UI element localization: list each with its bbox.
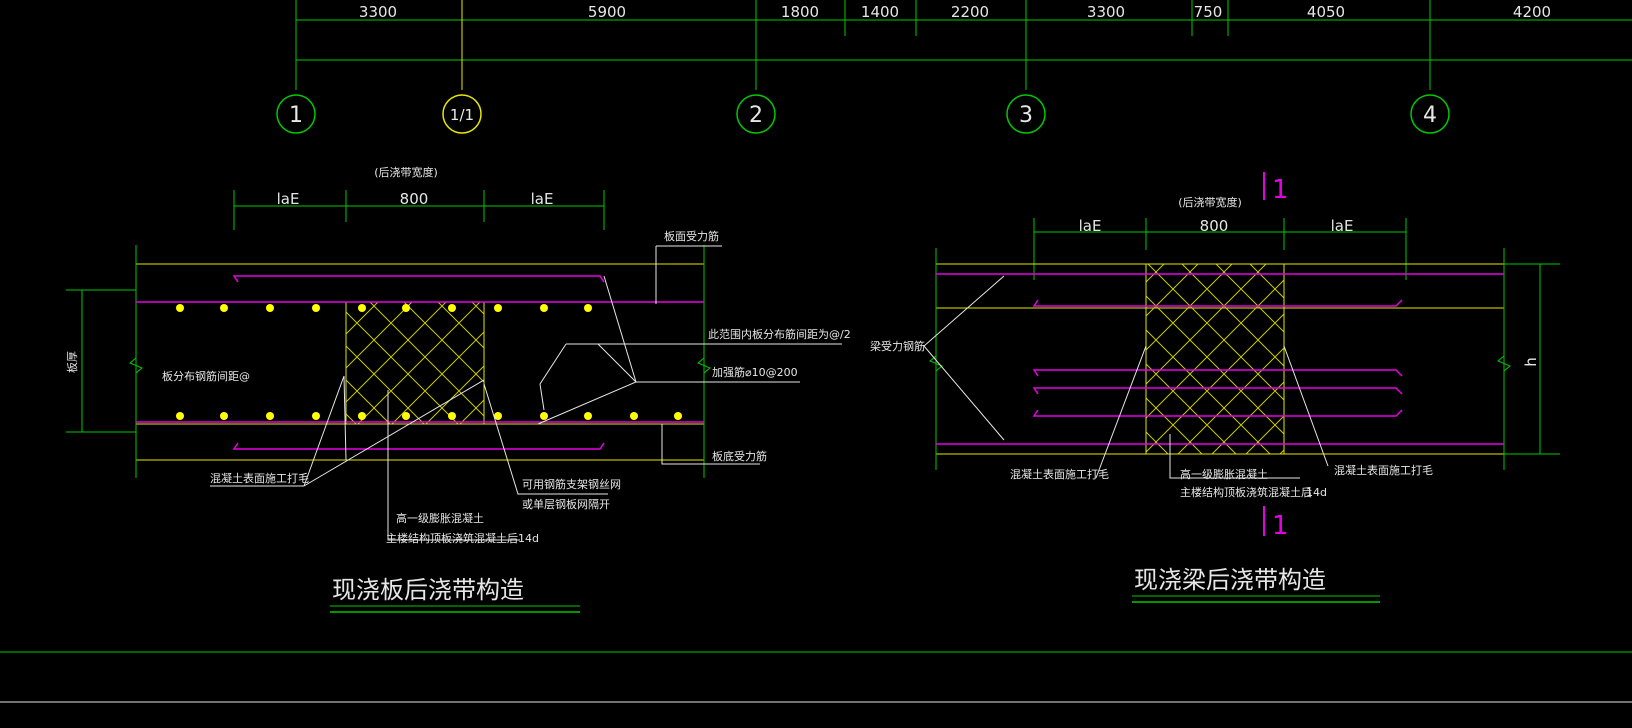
slab-title: 现浇板后浇带构造 bbox=[332, 576, 524, 604]
beam-height-label: h bbox=[1522, 357, 1540, 367]
section-mark-bottom: 1 bbox=[1263, 506, 1289, 541]
beam-label-rough-left: 混凝土表面施工打毛 bbox=[1010, 467, 1109, 481]
axis-bubble[interactable]: 2 bbox=[736, 94, 776, 134]
svg-text:1/1: 1/1 bbox=[450, 106, 474, 124]
slab-detail[interactable]: (后浇带宽度) laE 800 laE 板厚 bbox=[65, 165, 851, 613]
beam-label-concrete-2: 主楼结构顶板浇筑混凝土后 bbox=[1180, 485, 1312, 499]
axis-bubble[interactable]: 3 bbox=[1006, 94, 1046, 134]
beam-label-main-bar: 梁受力钢筋 bbox=[870, 339, 925, 353]
svg-text:1: 1 bbox=[1272, 175, 1289, 205]
slab-label-dist-bar: 板分布钢筋间距@ bbox=[162, 369, 250, 383]
svg-text:4: 4 bbox=[1423, 103, 1437, 128]
slab-label-mesh-2: 或单层钢板网隔开 bbox=[522, 497, 610, 511]
axis-dimension-chain: 3300 5900 1800 1400 2200 3300 750 4050 4… bbox=[295, 0, 1632, 90]
dim-label: 5900 bbox=[588, 3, 626, 21]
slab-label-mesh-1: 可用钢筋支架钢丝网 bbox=[522, 477, 621, 491]
beam-label-concrete-1: 高一级膨胀混凝土 bbox=[1180, 467, 1268, 481]
dim-label: 3300 bbox=[1087, 3, 1125, 21]
dim-label: 4200 bbox=[1513, 3, 1551, 21]
dim-label: 1800 bbox=[781, 3, 819, 21]
svg-text:2: 2 bbox=[749, 103, 763, 128]
slab-dim-right: laE bbox=[531, 190, 554, 208]
svg-text:1: 1 bbox=[1272, 511, 1289, 541]
svg-text:1: 1 bbox=[289, 103, 303, 128]
section-mark-top: 1 bbox=[1263, 172, 1289, 205]
dim-label: 2200 bbox=[951, 3, 989, 21]
slab-post-pour-strip bbox=[345, 301, 485, 425]
slab-label-rough: 混凝土表面施工打毛 bbox=[210, 471, 309, 485]
beam-dim-left: laE bbox=[1079, 217, 1102, 235]
slab-dim-left: laE bbox=[277, 190, 300, 208]
beam-dim-right: laE bbox=[1331, 217, 1354, 235]
slab-note-top: (后浇带宽度) bbox=[374, 165, 438, 179]
slab-label-add-bar: 加强筋⌀10@200 bbox=[712, 365, 798, 379]
beam-dim-mid: 800 bbox=[1200, 217, 1229, 235]
dim-label: 750 bbox=[1194, 3, 1223, 21]
beam-detail[interactable]: 1 1 (后浇带宽度) laE 800 laE h bbox=[870, 172, 1560, 603]
slab-thickness-label: 板厚 bbox=[65, 351, 79, 373]
dim-label: 1400 bbox=[861, 3, 899, 21]
beam-label-concrete-3: 14d bbox=[1306, 486, 1327, 499]
dim-label: 3300 bbox=[359, 3, 397, 21]
beam-post-pour-strip bbox=[1145, 263, 1285, 455]
slab-label-concrete-1: 高一级膨胀混凝土 bbox=[396, 511, 484, 525]
axis-bubble[interactable]: 1 bbox=[276, 94, 316, 134]
slab-label-spacing: 此范围内板分布筋间距为@/2 bbox=[708, 327, 851, 341]
slab-label-concrete-2: 主楼结构顶板浇筑混凝土后14d bbox=[386, 531, 539, 545]
slab-dim-mid: 800 bbox=[400, 190, 429, 208]
beam-title: 现浇梁后浇带构造 bbox=[1134, 566, 1326, 594]
svg-text:3: 3 bbox=[1019, 103, 1033, 128]
axis-bubble[interactable]: 1/1 bbox=[442, 94, 482, 134]
axis-bubble[interactable]: 4 bbox=[1410, 94, 1450, 134]
beam-label-rough-right: 混凝土表面施工打毛 bbox=[1334, 463, 1433, 477]
dim-label: 4050 bbox=[1307, 3, 1345, 21]
beam-note-top: (后浇带宽度) bbox=[1178, 195, 1242, 209]
slab-label-top-bar: 板面受力筋 bbox=[664, 229, 719, 243]
slab-label-bottom-bar: 板底受力筋 bbox=[712, 449, 767, 463]
